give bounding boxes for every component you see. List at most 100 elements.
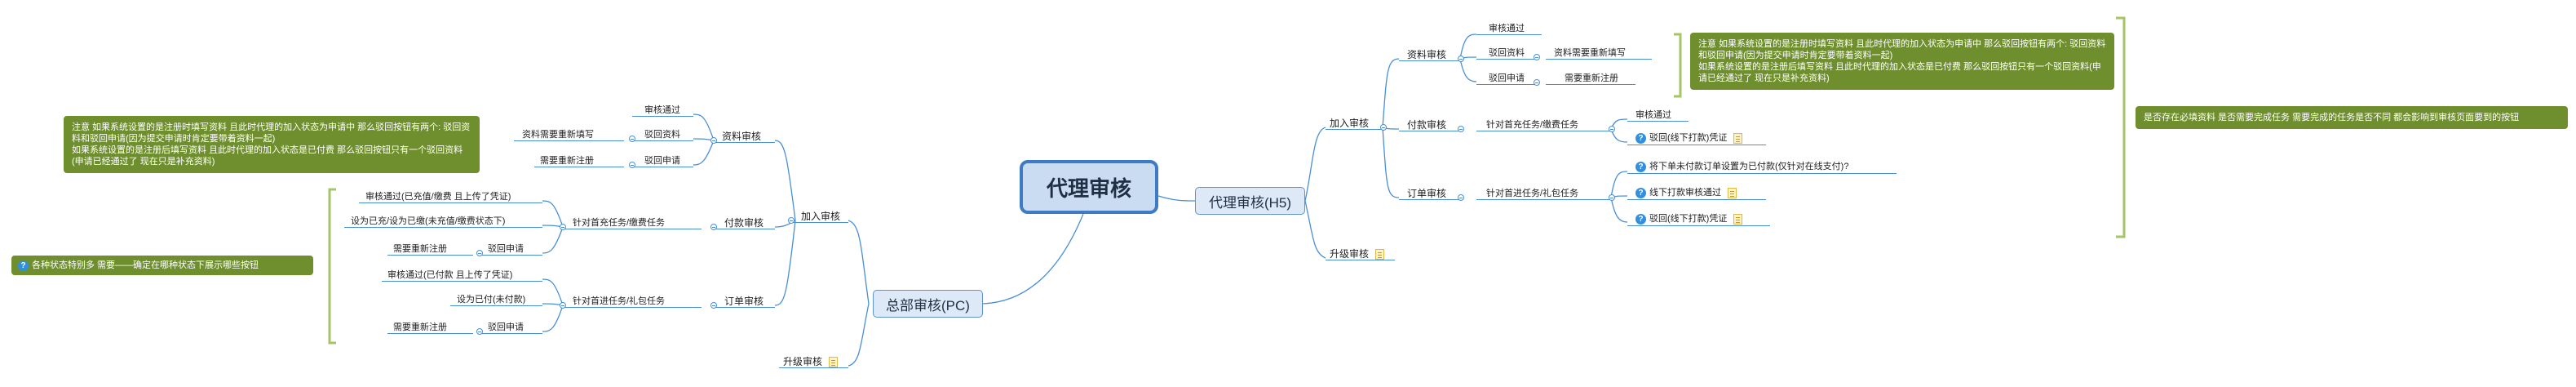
note-icon[interactable] [1375,249,1385,260]
question-icon: ? [18,260,29,271]
h5-order-reject-underline [1627,225,1770,226]
h5-join-underline [1326,129,1383,130]
collapse-toggle-icon[interactable] [710,137,717,144]
collapse-toggle-icon[interactable] [1458,56,1464,62]
pc-payment-reject[interactable]: 驳回申请 [488,244,524,254]
h5-summary-note: 是否存在必填资料 是否需要完成任务 需要完成的任务是否不同 都会影响到审核页面要… [2136,106,2568,129]
h5-material-reject-underline [1476,59,1538,60]
pc-apply-reject-child[interactable]: 需要重新注册 [540,156,594,166]
h5-order-review[interactable]: 订单审核 [1407,188,1447,199]
h5-order-mark-paid-label: 将下单未付款订单设置为已付款(仅针对在线支付)? [1649,162,1849,171]
h5-summary-note-text: 是否存在必填资料 是否需要完成任务 需要完成的任务是否不同 都会影响到审核页面要… [2144,113,2520,122]
root-topic[interactable]: 代理审核 [1020,160,1158,214]
pc-payment-pass[interactable]: 审核通过(已充值/缴费 且上传了凭证) [365,192,511,202]
pc-payment-set-paid[interactable]: 设为已充/设为已缴(未充值/缴费状态下) [351,216,506,226]
pc-upgrade-review[interactable]: 升级审核 [783,356,839,368]
pc-order-reject-underline [481,333,542,334]
pc-material-reject-child-underline [514,140,624,141]
h5-material-note-line2: 如果系统设置的是注册后填写资料 且此时代理的加入状态是已付费 那么驳回按钮只有一… [1698,62,2101,83]
connector-root-pc [982,213,1084,305]
pc-summary-note-text: 各种状态特别多 需要——确定在哪种状态下展示哪些按钮 [32,260,259,270]
h5-payment-task[interactable]: 针对首充任务/缴费任务 [1486,120,1579,130]
pc-order-reject-child[interactable]: 需要重新注册 [393,322,447,332]
collapse-toggle-icon[interactable] [710,302,717,309]
pc-order-set-paid-underline [450,305,542,306]
collapse-toggle-icon[interactable] [629,136,635,142]
left-summary-bracket [328,188,336,345]
h5-payment-review[interactable]: 付款审核 [1407,119,1447,131]
h5-material-reject-child-underline [1546,59,1652,60]
collapse-toggle-icon[interactable] [1380,124,1387,131]
collapse-toggle-icon[interactable] [629,162,635,168]
pc-upgrade-label: 升级审核 [783,356,823,367]
h5-order-mark-paid-underline [1627,173,1897,174]
pc-payment-task[interactable]: 针对首充任务/缴费任务 [573,218,666,228]
pc-payment-reject-child[interactable]: 需要重新注册 [393,244,447,254]
collapse-toggle-icon[interactable] [788,217,794,224]
h5-payment-pass[interactable]: 审核通过 [1635,110,1671,120]
pc-order-pass-underline [382,281,542,282]
h5-apply-reject-child[interactable]: 需要重新注册 [1565,73,1618,83]
pc-payment-review[interactable]: 付款审核 [724,217,764,229]
h5-material-pass[interactable]: 审核通过 [1489,24,1525,33]
h5-upgrade-label: 升级审核 [1330,248,1370,260]
h5-join-review[interactable]: 加入审核 [1330,118,1370,129]
pc-payment-reject-underline [481,255,542,256]
pc-material-reject-underline [632,140,693,141]
h5-material-note-line1: 注意 如果系统设置的是注册时填写资料 且此时代理的加入状态为申请中 那么驳回按钮… [1698,39,2106,60]
h5-material-review[interactable]: 资料审核 [1407,49,1447,60]
pc-material-review[interactable]: 资料审核 [722,131,762,142]
pc-order-reject[interactable]: 驳回申请 [488,322,524,332]
collapse-toggle-icon[interactable] [1534,79,1540,86]
pc-apply-reject[interactable]: 驳回申请 [644,156,680,166]
pc-order-reject-child-underline [387,333,473,334]
h5-apply-reject[interactable]: 驳回申请 [1489,73,1525,83]
pc-review-topic[interactable]: 总部审核(PC) [873,290,983,318]
pc-material-reject[interactable]: 驳回资料 [644,130,680,140]
collapse-toggle-icon[interactable] [560,224,566,230]
pc-order-set-paid[interactable]: 设为已付(未付款) [457,295,526,305]
pc-payment-pass-underline [359,202,542,203]
collapse-toggle-icon[interactable] [1609,126,1615,132]
pc-material-pass-underline [632,116,693,117]
h5-material-reject-child[interactable]: 资料需要重新填写 [1554,48,1626,58]
h5-order-task-underline [1476,199,1611,200]
pc-upgrade-underline [779,367,848,368]
note-icon[interactable] [1728,187,1737,198]
collapse-toggle-icon[interactable] [1458,194,1464,201]
collapse-toggle-icon[interactable] [1609,194,1615,201]
h5-apply-reject-underline [1476,84,1538,85]
h5-material-reject[interactable]: 驳回资料 [1489,48,1525,58]
collapse-toggle-icon[interactable] [476,328,483,335]
h5-payment-reject-label: 驳回(线下打款)凭证 [1649,133,1728,143]
right-summary-bracket [2116,16,2126,238]
collapse-toggle-icon[interactable] [476,250,483,256]
pc-material-note-line1: 注意 如果系统设置的是注册时填写资料 且此时代理的加入状态为申请中 那么驳回按钮… [72,122,471,144]
h5-order-reject[interactable]: ?驳回(线下打款)凭证 [1635,213,1743,225]
h5-review-topic[interactable]: 代理审核(H5) [1195,187,1305,215]
collapse-toggle-icon[interactable] [560,302,566,309]
pc-material-pass[interactable]: 审核通过 [644,105,680,115]
pc-order-pass[interactable]: 审核通过(已付款 且上传了凭证) [387,270,513,280]
question-icon: ? [1635,213,1646,225]
note-icon[interactable] [1733,213,1743,225]
h5-payment-reject[interactable]: ?驳回(线下打款)凭证 [1635,132,1743,144]
pc-join-review[interactable]: 加入审核 [801,211,841,222]
pc-material-reject-child[interactable]: 资料需要重新填写 [522,130,594,140]
h5-order-underline [1399,199,1460,200]
h5-upgrade-review[interactable]: 升级审核 [1330,248,1385,260]
note-icon[interactable] [829,357,839,368]
h5-order-mark-paid[interactable]: ?将下单未付款订单设置为已付款(仅针对在线支付)? [1635,161,1848,172]
pc-order-review[interactable]: 订单审核 [724,296,764,307]
note-icon[interactable] [1733,132,1743,144]
h5-order-pass[interactable]: ?线下打款审核通过 [1635,187,1737,198]
collapse-toggle-icon[interactable] [1458,126,1464,132]
connector-root-h5 [1157,195,1196,202]
h5-order-reject-label: 驳回(线下打款)凭证 [1649,214,1728,224]
collapse-toggle-icon[interactable] [710,224,717,230]
h5-order-task[interactable]: 针对首进任务/礼包任务 [1486,189,1579,198]
collapse-toggle-icon[interactable] [1534,54,1540,60]
h5-payment-pass-underline [1627,121,1689,122]
h5-apply-reject-child-underline [1546,84,1635,85]
pc-order-task[interactable]: 针对首进任务/礼包任务 [573,296,666,306]
